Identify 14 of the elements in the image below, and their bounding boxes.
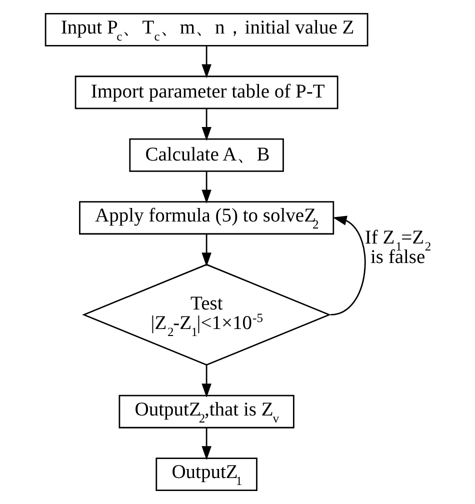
node-box: OutputZ$_{2}$,that is Z$_{v}$ <box>118 394 294 428</box>
arrow <box>201 365 211 398</box>
node-box: Calculate A、B <box>128 138 284 172</box>
arrow <box>201 428 211 460</box>
node-box: OutputZ$_{1}$ <box>155 458 257 492</box>
node-box: Import parameter table of P-T <box>74 76 338 110</box>
arrow <box>330 216 366 316</box>
arrow <box>201 108 211 141</box>
node-diamond: Test |Z$_{2}$-Z$_{1}$|<1×10$^{-5}$ <box>82 264 331 366</box>
arrow <box>201 172 211 204</box>
node-box: Input P$_{c}$、T$_{c}$、m、n，initial value Z <box>44 12 368 46</box>
arrow <box>201 46 211 78</box>
arrow <box>201 234 211 267</box>
edge-label: If Z$_{1}$=Z$_{2}$ is false <box>364 227 431 268</box>
